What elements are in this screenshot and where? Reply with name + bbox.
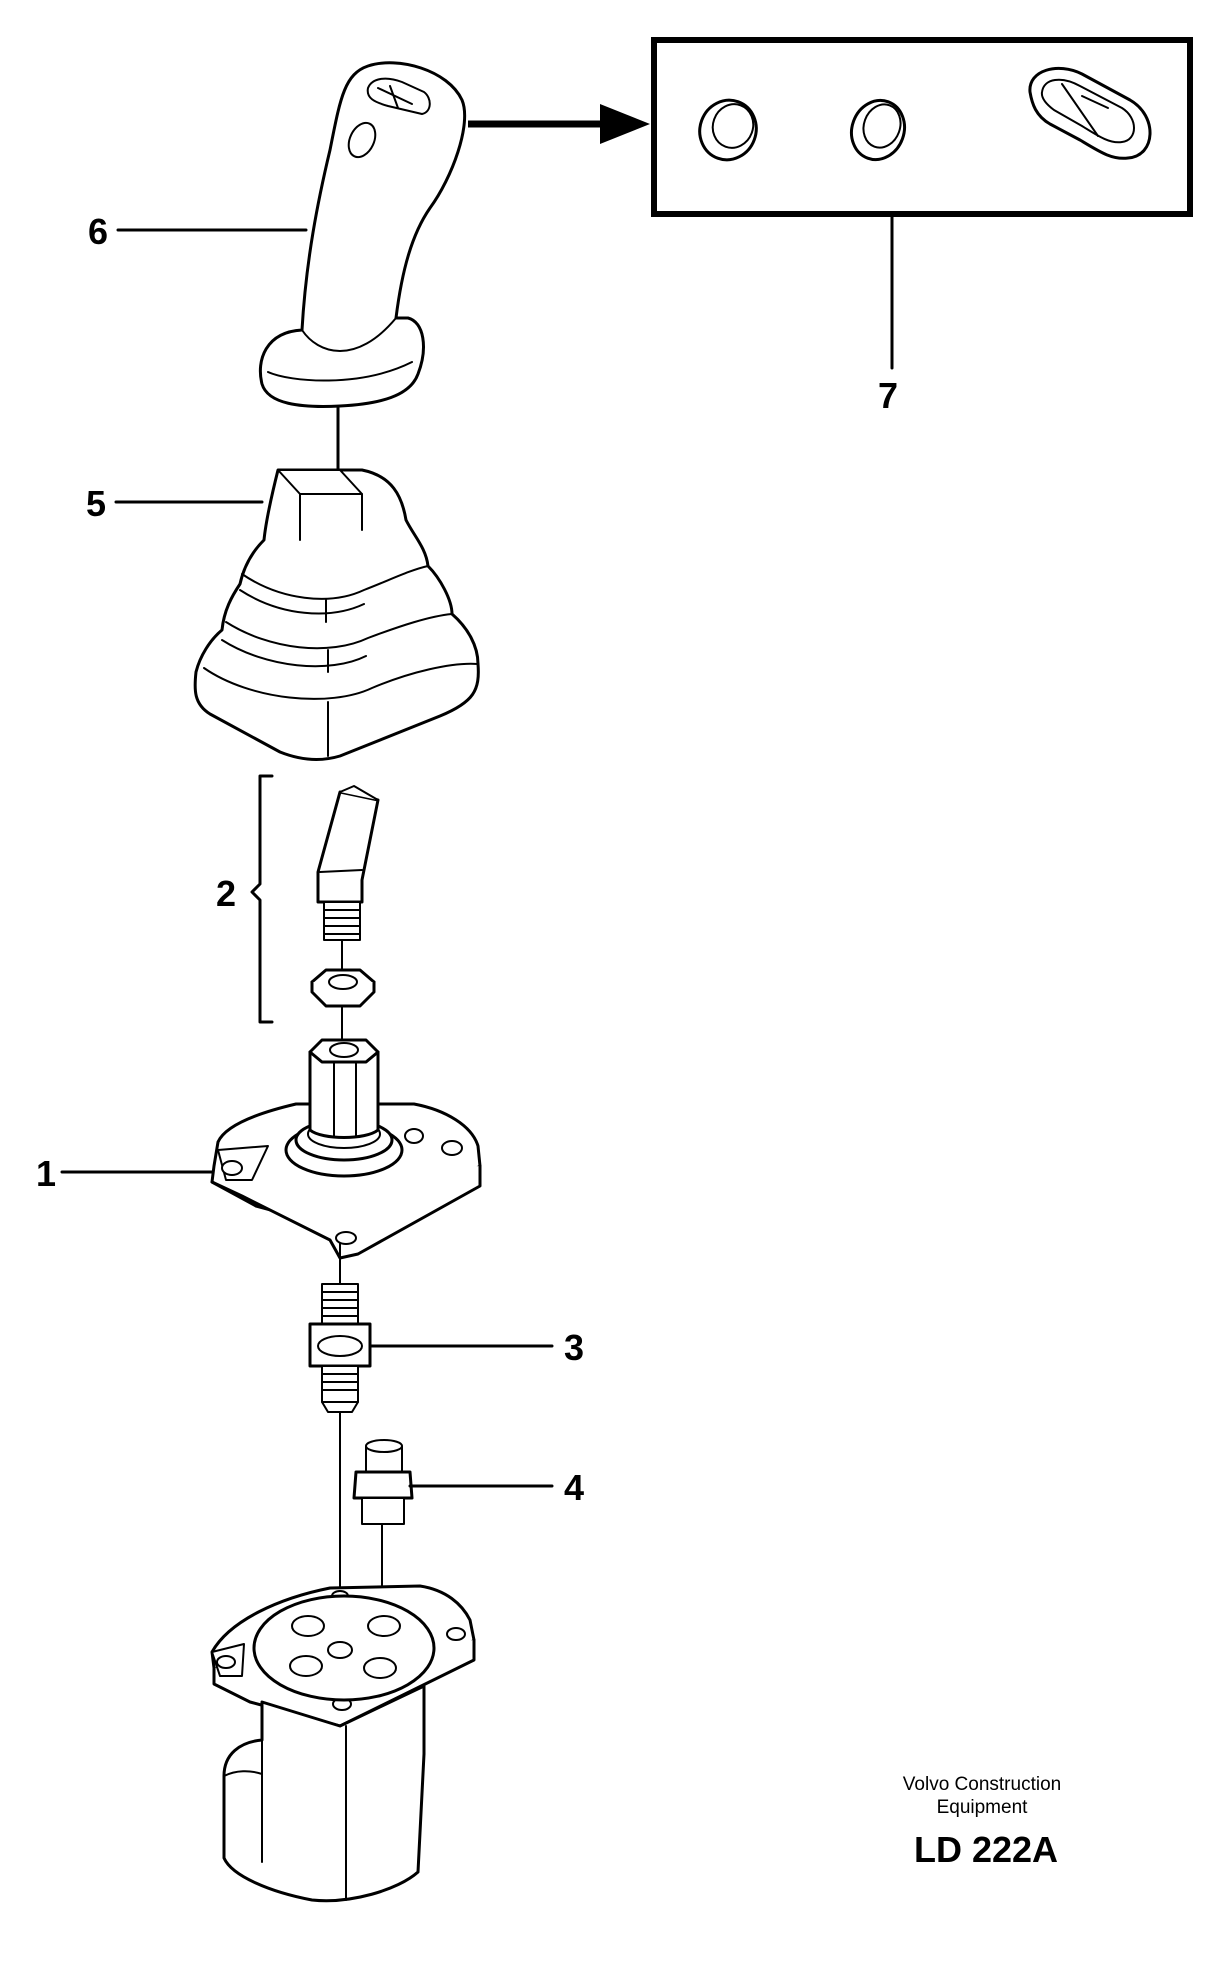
rocker-switch-icon [1028,66,1152,160]
bracket-2 [250,774,274,1024]
round-button-icon [698,98,758,162]
arrow-right-icon [468,104,650,144]
joystick-handle [258,61,467,408]
round-button-icon [850,98,906,162]
hex-nut [310,968,376,1008]
plunger [352,1439,414,1525]
lever-pin [316,785,380,941]
callout-number-4: 4 [564,1467,584,1508]
callout-number-2: 2 [216,873,236,914]
threaded-coupler [308,1283,372,1413]
valve-top-plate [210,1038,482,1260]
callout-number-7: 7 [878,375,898,416]
footer-company-line1: Volvo Construction [903,1774,1061,1795]
callout-number-3: 3 [564,1327,584,1368]
footer-company-line2: Equipment [937,1797,1029,1818]
drawing-code: LD 222A [914,1829,1058,1870]
callout-number-6: 6 [88,211,108,252]
rubber-boot [193,468,480,761]
callout-number-5: 5 [86,483,106,524]
inset-box-buttons [651,37,1193,217]
callout-number-1: 1 [36,1153,56,1194]
valve-base [210,1584,476,1903]
